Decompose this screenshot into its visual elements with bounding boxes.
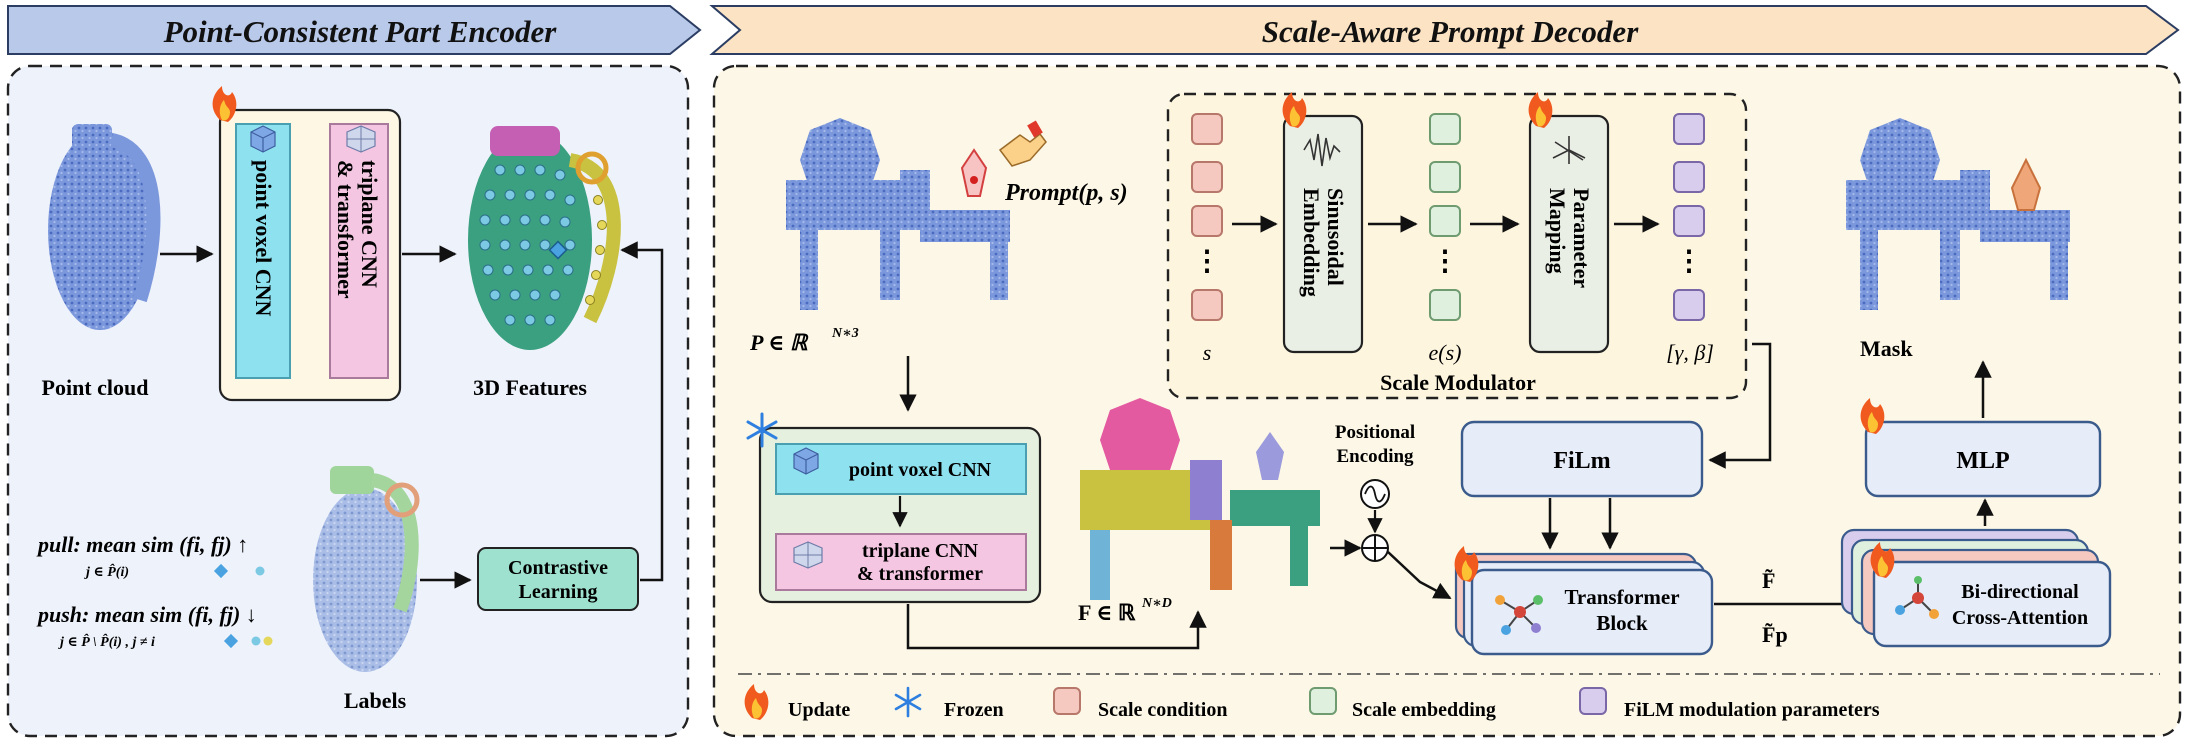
positional-line2: Encoding [1336, 446, 1414, 467]
point-cloud-label: Point cloud [42, 375, 149, 400]
decoder-panel [712, 64, 2182, 738]
push-formula: push: mean sim (fi, fj) ↓ j ∈ P̂ \ P̂(i)… [36, 602, 273, 650]
bidirectional-block [1872, 560, 2112, 648]
svg-text:j ∈ P̂(i): j ∈ P̂(i) [84, 563, 129, 580]
svg-text:⋮: ⋮ [1675, 246, 1703, 277]
svg-text:push: mean sim (fi, fj) ↓: push: mean sim (fi, fj) ↓ [36, 602, 257, 627]
legend-film-params-swatch [1579, 687, 1607, 715]
right-header: Scale-Aware Prompt Decoder [709, 5, 2180, 55]
legend-update: Update [788, 699, 850, 721]
bidir-line2: Cross-Attention [1952, 607, 2088, 629]
waveform-icon [1303, 133, 1341, 167]
snowflake-icon [746, 412, 778, 448]
legend-film-params: FiLM modulation parameters [1624, 699, 1880, 721]
pull-formula: pull: mean sim (fi, fj) ↑ j ∈ P̂(i) [36, 532, 265, 580]
s-label: s [1203, 340, 1212, 365]
flame-icon-6 [1860, 398, 1885, 434]
left-header: Point-Consistent Part Encoder [7, 5, 702, 55]
positional-line1: Positional [1335, 422, 1415, 443]
transformer-line1: Transformer [1564, 585, 1679, 609]
decoder-pvcnn-block [775, 443, 1027, 495]
film-params-stack [1673, 113, 1705, 321]
flame-icon [212, 86, 237, 122]
contrastive-line2: Learning [519, 581, 598, 603]
triplane-icon-2 [793, 541, 823, 569]
flame-icon-3 [1528, 92, 1553, 128]
mlp-block [1864, 420, 2102, 498]
transformer-line2: Block [1596, 611, 1648, 635]
contrastive-line1: Contrastive [508, 557, 608, 579]
voxel-cube-icon-2 [793, 447, 819, 475]
gamma-beta-label: [γ, β] [1666, 340, 1714, 365]
legend-snowflake-icon [894, 686, 922, 718]
prompt-label: Prompt(p, s) [1004, 180, 1128, 206]
sinusoidal-embedding-block [1282, 114, 1364, 354]
svg-text:pull: mean sim (fi, fj) ↑: pull: mean sim (fi, fj) ↑ [36, 532, 248, 557]
transformer-block [1470, 568, 1714, 656]
legend-scale-condition-swatch [1053, 687, 1081, 715]
legend-frozen: Frozen [944, 699, 1004, 721]
svg-text:⋮: ⋮ [1431, 246, 1459, 277]
encoder-triplane-block [329, 123, 389, 379]
sin-line2: Embedding [1299, 188, 1324, 297]
svg-text:⋮: ⋮ [1193, 246, 1221, 277]
flame-icon-5 [1870, 542, 1895, 578]
sine-wave-icon [1360, 479, 1390, 509]
P-label: P ∈ ℝ [749, 330, 809, 355]
film-label: FiLm [1553, 448, 1610, 474]
es-label: e(s) [1429, 340, 1462, 365]
svg-text:j ∈ P̂ \ P̂(i) , j ≠ i: j ∈ P̂ \ P̂(i) , j ≠ i [58, 633, 155, 650]
mask-scene-image [1846, 118, 2070, 310]
mlp-label: MLP [1956, 448, 2009, 474]
3d-features-label: 3D Features [473, 375, 587, 400]
labels-image [313, 466, 420, 672]
input-scene-image [786, 118, 1010, 310]
ftilde-p-label: F̃p [1762, 622, 1788, 647]
ftilde-label: F̃ [1762, 568, 1775, 593]
pointer-hand-icon [998, 120, 1047, 167]
network-icon [1495, 595, 1543, 635]
scale-embedding-stack [1429, 113, 1461, 321]
encoder-triplane-line1: triplane CNN [357, 160, 382, 288]
param-line1: Parameter [1569, 188, 1594, 288]
labels-label: Labels [344, 688, 407, 713]
right-header-title: Scale-Aware Prompt Decoder [1262, 14, 1639, 49]
F-superscript: N∗D [1141, 596, 1172, 611]
decoder-triplane-line1: triplane CNN [862, 540, 979, 562]
triplane-icon [346, 125, 376, 153]
encoder-triplane-line2: & transformer [333, 160, 358, 299]
feature-scene-image [1080, 398, 1320, 600]
sin-line1: Sinusoidal [1323, 188, 1348, 286]
add-circle-icon [1361, 534, 1389, 562]
parameter-mapping-block [1528, 114, 1610, 354]
flame-icon-2 [1282, 92, 1307, 128]
flame-icon-4 [1454, 546, 1479, 582]
scale-modulator-label: Scale Modulator [1380, 370, 1536, 395]
encoder-pvcnn-label: point voxel CNN [251, 160, 276, 317]
film-block [1460, 420, 1704, 498]
P-superscript: N∗3 [831, 326, 859, 341]
legend-scale-condition: Scale condition [1098, 699, 1227, 721]
scale-condition-stack [1191, 113, 1223, 321]
bidir-line1: Bi-directional [1961, 581, 2079, 603]
legend-flame-icon [744, 684, 769, 720]
decoder-triplane-line2: & transformer [857, 563, 983, 585]
voxel-cube-icon [250, 125, 276, 153]
decoder-pvcnn-label: point voxel CNN [849, 459, 992, 481]
encoder-pvcnn-block [235, 123, 291, 379]
legend: Update Frozen Scale condition Scale embe… [744, 684, 1880, 721]
contrastive-learning-block [477, 547, 639, 611]
param-line2: Mapping [1545, 188, 1570, 274]
mask-label: Mask [1860, 336, 1913, 361]
F-label: F ∈ ℝ [1078, 600, 1136, 625]
axes-icon [1552, 136, 1586, 164]
attention-icon [1895, 576, 1939, 619]
left-header-title: Point-Consistent Part Encoder [163, 14, 558, 49]
legend-scale-embedding-swatch [1309, 687, 1337, 715]
point-cloud-image [48, 124, 161, 330]
3d-features-image [468, 126, 621, 350]
legend-scale-embedding: Scale embedding [1352, 699, 1496, 721]
